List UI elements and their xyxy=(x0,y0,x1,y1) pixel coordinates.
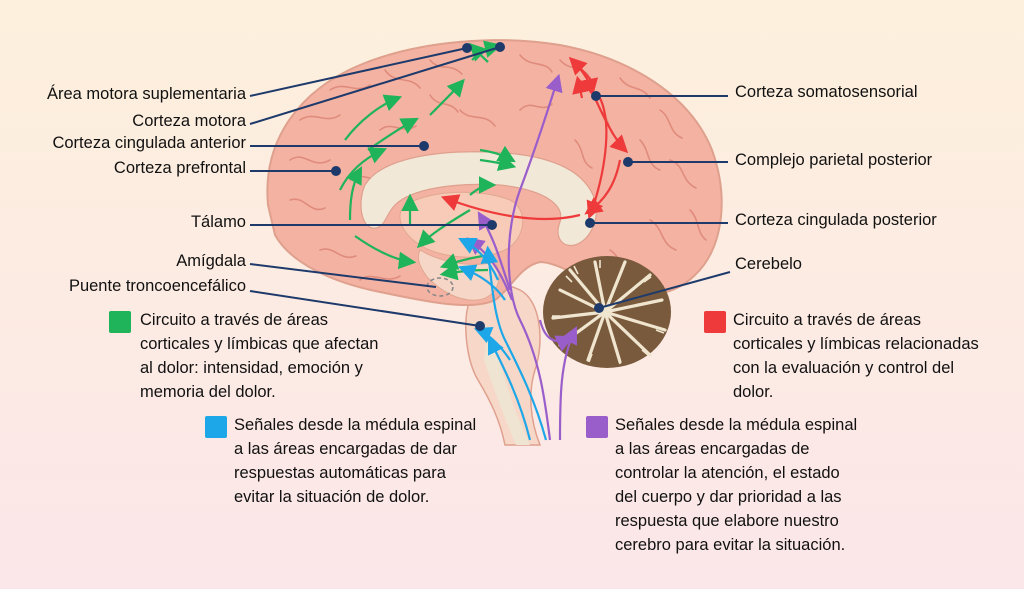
leader-lines xyxy=(249,42,731,331)
label-puente-troncoencefalico: Puente troncoencefálico xyxy=(68,277,246,295)
label-corteza-motora: Corteza motora xyxy=(132,112,246,130)
spinal-cord-inner xyxy=(484,330,530,445)
legend-swatch-green xyxy=(109,311,131,333)
label-corteza-prefrontal: Corteza prefrontal xyxy=(113,159,246,177)
cerebellum xyxy=(543,256,671,368)
purple-signal-arrows xyxy=(466,73,577,441)
legend-blue: Señales desde la médula espinal a las ár… xyxy=(234,413,476,509)
label-talamo: Tálamo xyxy=(190,213,246,231)
legend-green: Circuito a través de áreas corticales y … xyxy=(140,308,378,404)
legend-swatch-blue xyxy=(205,416,227,438)
legend-blue-text: Señales desde la médula espinal a las ár… xyxy=(234,416,477,506)
label-corteza-somatosensorial: Corteza somatosensorial xyxy=(735,83,918,101)
label-cerebelo: Cerebelo xyxy=(735,255,802,273)
legend-red-text: Circuito a través de áreas corticales y … xyxy=(733,311,979,401)
legend-green-text: Circuito a través de áreas corticales y … xyxy=(140,311,379,401)
label-amigdala: Amígdala xyxy=(176,252,246,270)
red-circuit-arrows xyxy=(440,56,629,221)
label-complejo-parietal-posterior: Complejo parietal posterior xyxy=(735,151,933,169)
legend-purple-text: Señales desde la médula espinal a las ár… xyxy=(615,416,858,554)
label-area-motora-suplementaria: Área motora suplementaria xyxy=(46,85,246,103)
legend-red: Circuito a través de áreas corticales y … xyxy=(733,308,979,404)
legend-purple: Señales desde la médula espinal a las ár… xyxy=(615,413,857,557)
label-corteza-cingulada-anterior: Corteza cingulada anterior xyxy=(52,134,246,152)
label-corteza-cingulada-posterior: Corteza cingulada posterior xyxy=(735,211,937,229)
blue-signal-arrows xyxy=(457,238,548,441)
legend-swatch-red xyxy=(704,311,726,333)
legend-swatch-purple xyxy=(586,416,608,438)
